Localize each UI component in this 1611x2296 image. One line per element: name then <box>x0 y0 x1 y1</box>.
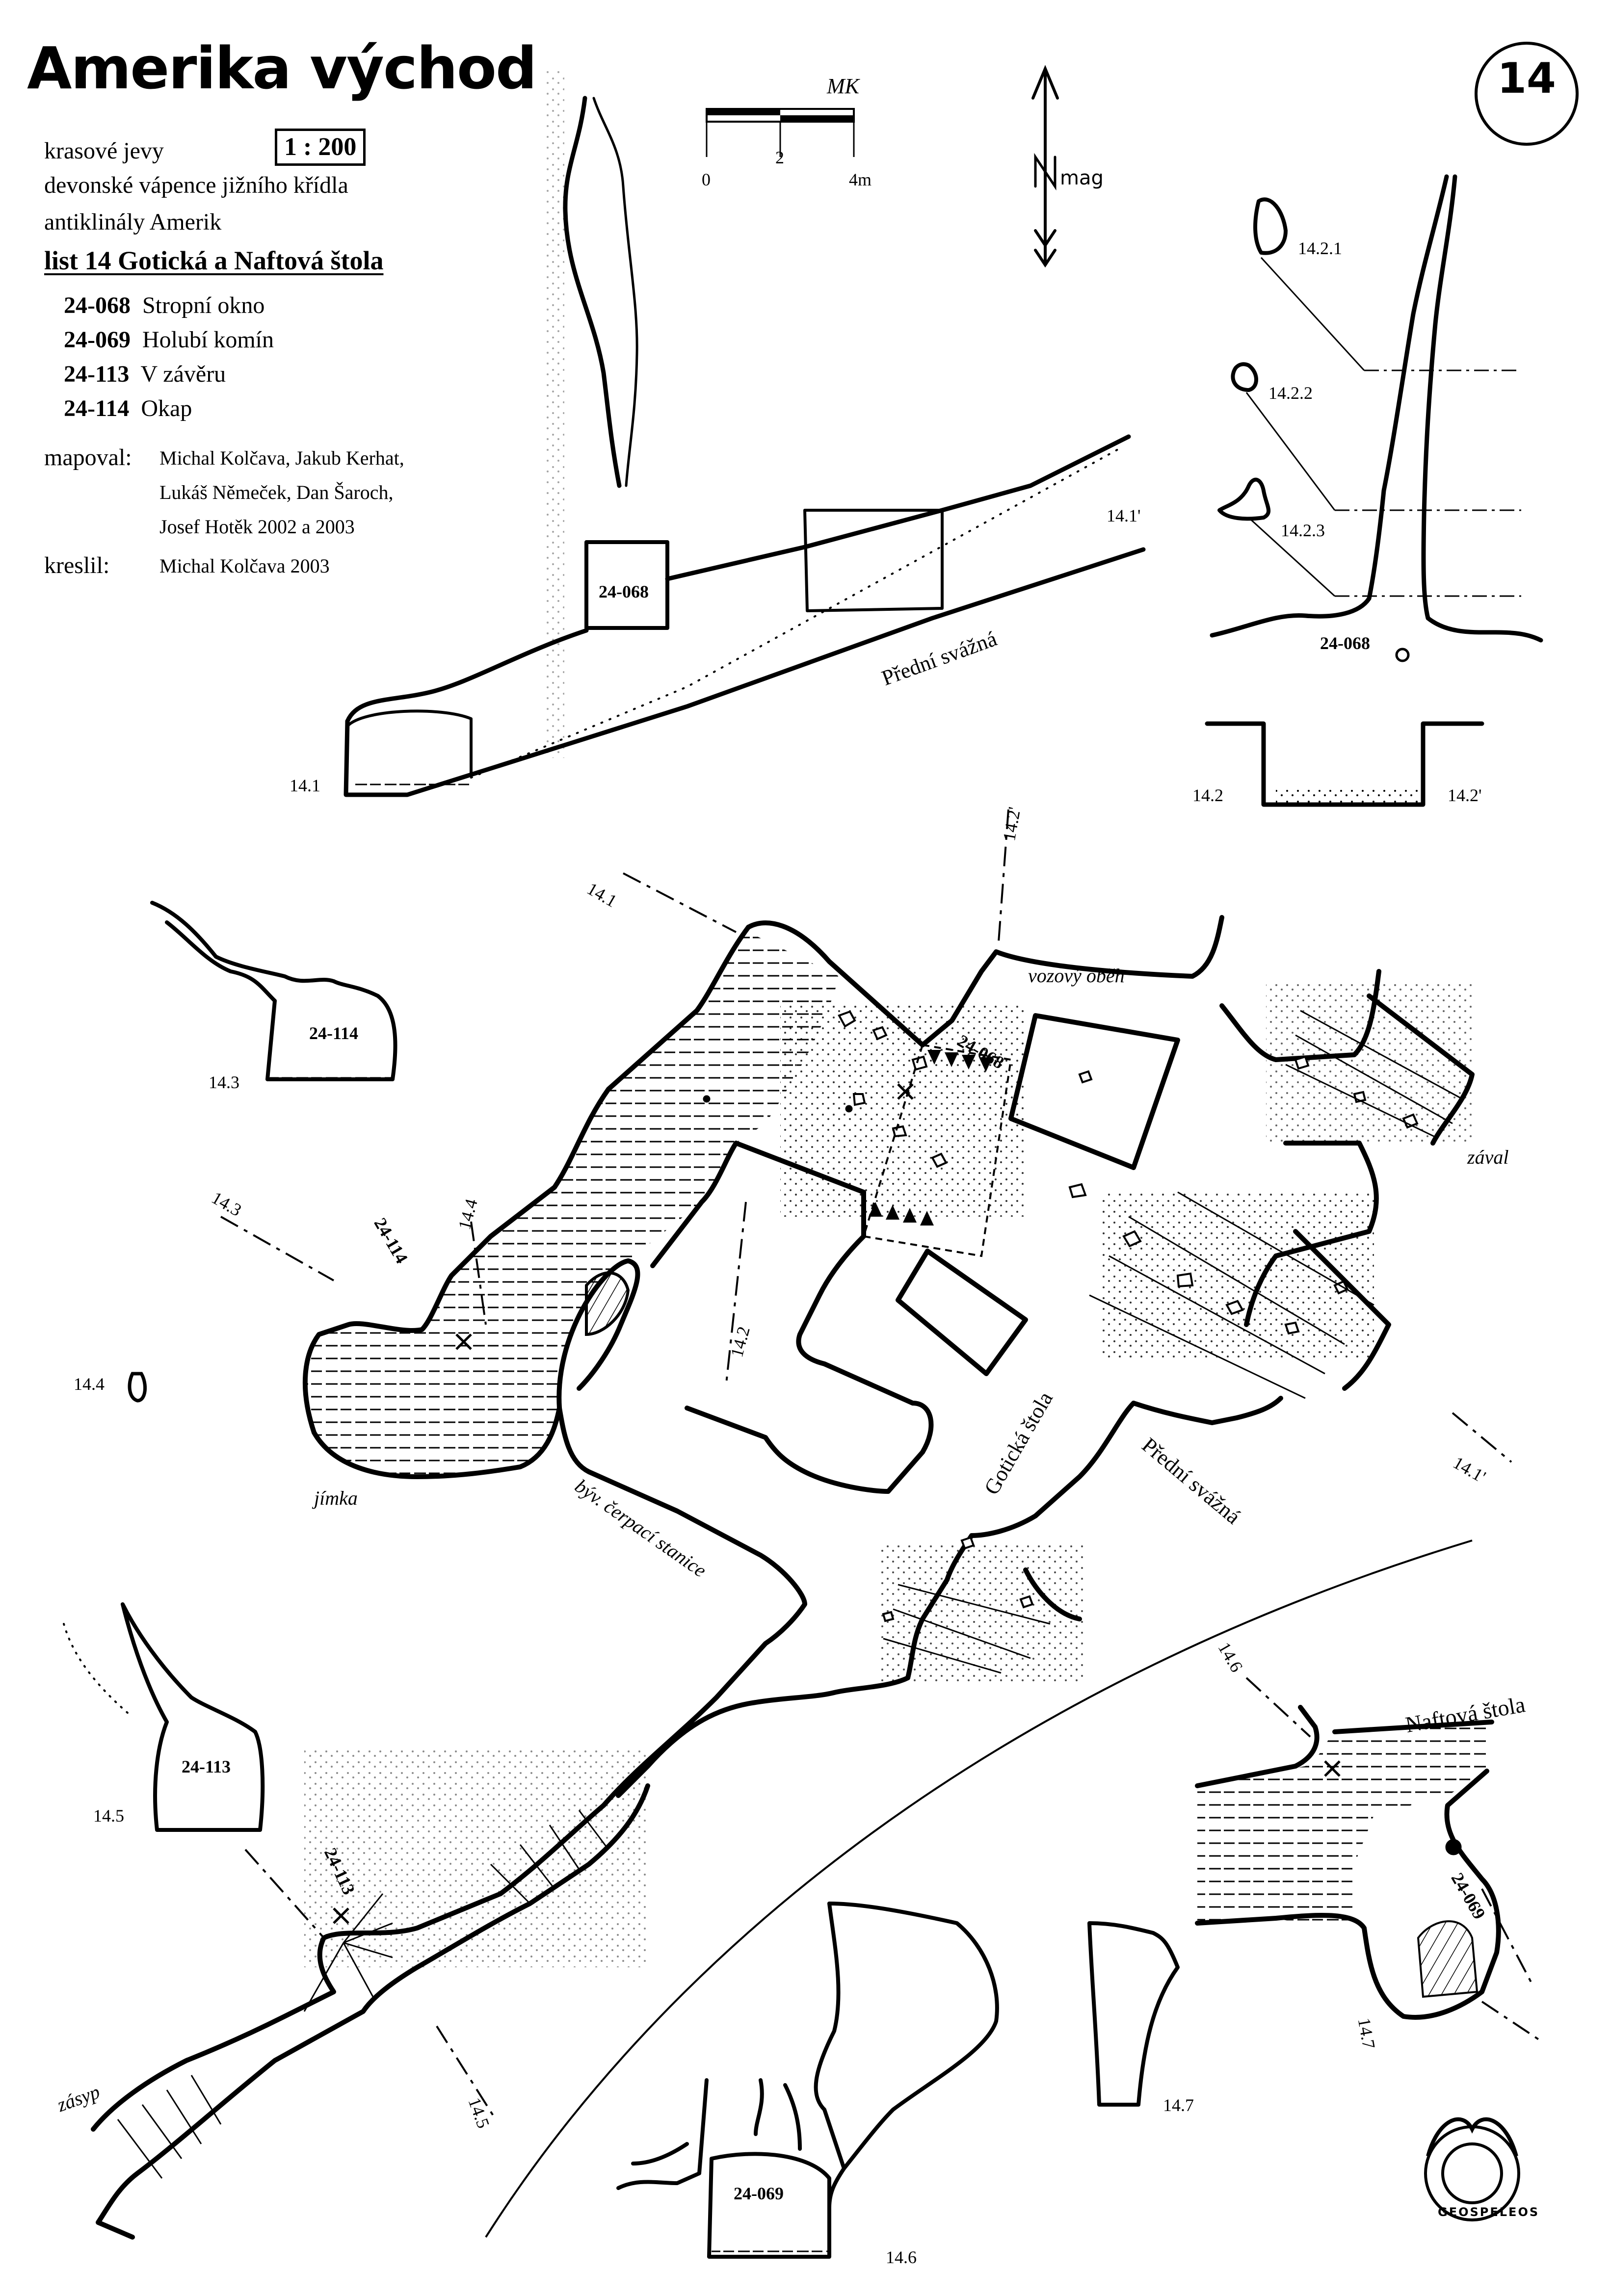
section-label-14-1: 14.1 <box>290 776 320 795</box>
legend-code: 24-113 <box>64 361 130 387</box>
section-label-14-6: 14.6 <box>886 2247 917 2267</box>
section-label-14-7: 14.7 <box>1163 2095 1194 2115</box>
section-lines-14-2 <box>1245 257 1521 597</box>
scale-ratio: 1 : 200 <box>275 129 366 166</box>
legend-entry: 24-113 V závěru <box>64 361 226 388</box>
boundary-arc <box>485 1539 1473 2238</box>
place-vozovy-obeh: vozový oběh <box>1028 965 1125 987</box>
feature-label-24-068-profile[interactable]: 24-068 <box>599 582 649 601</box>
section-label-14-1-prime: 14.1' <box>1107 506 1141 525</box>
section-label-14-2-2: 14.2.2 <box>1268 383 1313 403</box>
legend-name: Holubí komín <box>142 327 274 353</box>
slope-hachures <box>117 1010 1463 2179</box>
geospeleos-logo-icon <box>1424 2117 1520 2221</box>
sheet-number: 14 <box>1497 54 1556 103</box>
feature-label-24-068-section[interactable]: 24-068 <box>1320 633 1370 653</box>
lower-passage-dots <box>304 1747 648 1967</box>
section-label-14-4: 14.4 <box>74 1374 105 1394</box>
stropni-okno-teeth <box>869 1050 993 1226</box>
section-cut-lines <box>220 809 1542 2120</box>
place-jimka: jímka <box>314 1487 358 1509</box>
scale-tick-4m: 4m <box>849 170 872 189</box>
map-title: Amerika východ <box>27 34 537 102</box>
drawn-by: Michal Kolčava 2003 <box>159 555 330 577</box>
profile-14-1 <box>343 96 1146 797</box>
legend-name: V závěru <box>140 361 226 387</box>
profile-14-3 <box>150 901 397 1081</box>
feature-label-24-069-profile[interactable]: 24-069 <box>734 2184 784 2203</box>
sheet-number-circle <box>1475 42 1579 146</box>
feature-label-24-113-profile[interactable]: 24-113 <box>182 1757 231 1776</box>
legend-entry: 24-068 Stropní okno <box>64 292 264 319</box>
logo-text: GEOSPELEOS <box>1438 2205 1540 2219</box>
profile-14-6 <box>616 1902 999 2259</box>
section-label-14-2-prime: 14.2' <box>1448 785 1482 805</box>
legend-entry: 24-069 Holubí komín <box>64 326 274 353</box>
holubi-komin-hatch <box>1417 1920 1479 1998</box>
legend-entry: 24-114 Okap <box>64 395 192 422</box>
feature-markers <box>333 648 1462 1924</box>
legend-name: Stropní okno <box>142 292 265 318</box>
profile-14-7 <box>1087 1921 1180 2107</box>
naftova-water <box>1197 1722 1487 1928</box>
section-label-14-2-1: 14.2.1 <box>1298 238 1342 258</box>
sump-inlet-hatch <box>585 1271 630 1336</box>
legend-code: 24-114 <box>64 395 130 421</box>
stropni-okno-outline <box>862 1044 1012 1257</box>
scale-tick-2: 2 <box>775 148 784 167</box>
legend-code: 24-068 <box>64 292 131 318</box>
scale-tick-0: 0 <box>702 170 711 189</box>
sump-water <box>305 932 839 1477</box>
section-label-14-5: 14.5 <box>93 1806 124 1826</box>
mapped-by-line-3: Josef Hotěk 2002 a 2003 <box>159 516 355 538</box>
profile-14-2 <box>1205 174 1543 807</box>
drawn-label: kreslil: <box>44 552 110 578</box>
feature-label-24-114-profile[interactable]: 24-114 <box>309 1023 359 1043</box>
mapped-by-line-2: Lukáš Němeček, Dan Šaroch, <box>159 481 394 503</box>
scale-bar[interactable] <box>706 108 855 157</box>
section-label-14-2-3: 14.2.3 <box>1281 521 1325 540</box>
rubble-zone-2 <box>1099 1192 1374 1359</box>
section-label-14-2: 14.2 <box>1192 785 1223 805</box>
legend-name: Okap <box>141 395 192 421</box>
mapped-label: mapoval: <box>44 444 132 470</box>
sheet-heading: list 14 Gotická a Naftová štola <box>44 246 384 275</box>
naftova-stola <box>1195 1705 1501 2020</box>
mapped-by-line-1: Michal Kolčava, Jakub Kerhat, <box>159 447 404 469</box>
legend-code: 24-069 <box>64 327 131 353</box>
place-zaval: zával <box>1467 1146 1509 1168</box>
profile-14-5 <box>63 1602 265 1832</box>
rubble-zone-1 <box>780 1006 1026 1217</box>
author-initials: MK <box>827 74 859 98</box>
description-line-2: devonské vápence jižního křídla <box>44 172 348 198</box>
rock-blocks <box>838 1010 1419 1622</box>
north-arrow-icon <box>1031 65 1059 268</box>
profile-14-4-outline <box>128 1372 147 1403</box>
rubble-zone-4 <box>878 1545 1084 1683</box>
section-label-14-3: 14.3 <box>209 1072 239 1092</box>
north-arrow-label: mag <box>1060 167 1104 189</box>
description-line-3: antiklinály Amerik <box>44 209 222 235</box>
description-line-1: krasové jevy <box>44 138 164 164</box>
